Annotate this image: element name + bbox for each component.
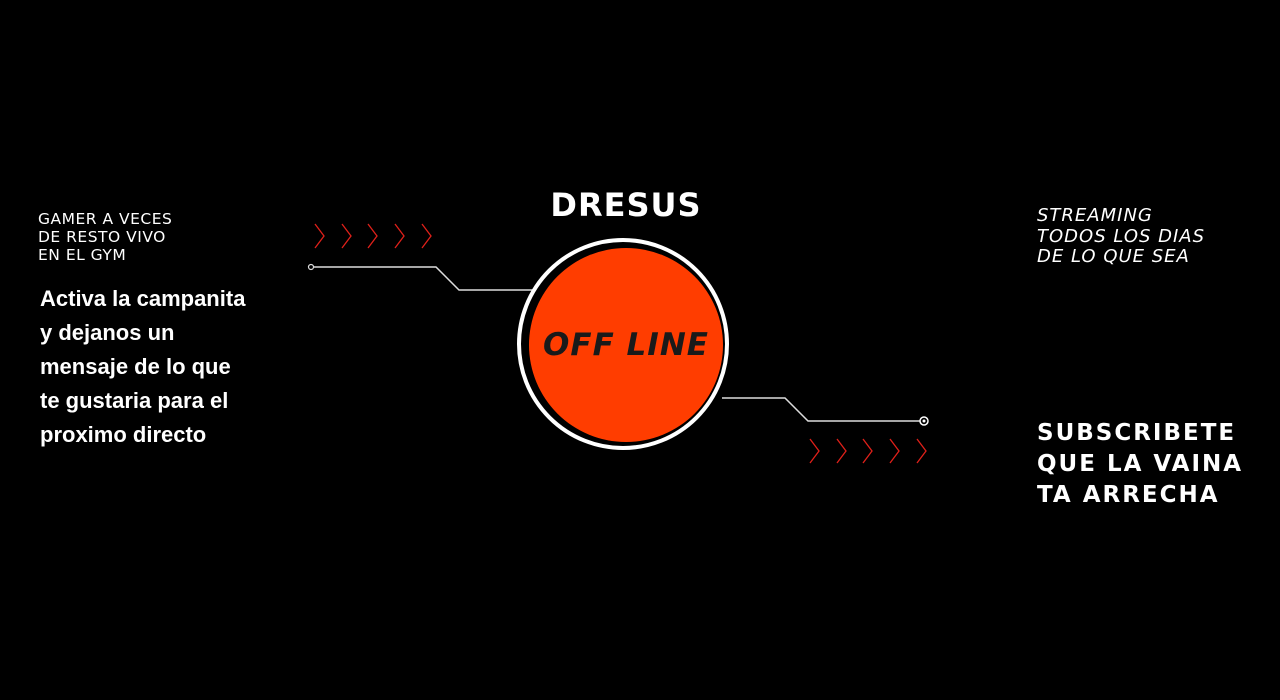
streaming-line: STREAMING [1037, 205, 1153, 226]
chevron-group-right [809, 438, 927, 464]
streaming-info: STREAMING TODOS LOS DIAS DE LO QUE SEA [1037, 205, 1206, 268]
tagline-line: DE RESTO VIVO [38, 228, 166, 246]
streaming-line: TODOS LOS DIAS [1037, 225, 1206, 247]
subscribe-line: TA ARRECHA [1037, 482, 1220, 508]
status-ring [517, 238, 729, 450]
call-to-action-text: Activa la campanita y dejanos un mensaje… [40, 286, 246, 447]
subscribe-line: SUBSCRIBETE [1037, 420, 1237, 446]
chevron-right-icon [916, 438, 927, 464]
tagline-line: EN EL GYM [38, 246, 127, 264]
chevron-right-icon [836, 438, 847, 464]
circuit-node-left [307, 263, 315, 271]
chevron-group-left [314, 223, 432, 249]
chevron-right-icon [809, 438, 820, 464]
status-badge: OFF LINE [529, 248, 723, 442]
circuit-line-left [314, 266, 533, 291]
status-text: OFF LINE [543, 327, 709, 363]
chevron-right-icon [421, 223, 432, 249]
tagline-line: GAMER A VECES [38, 210, 173, 228]
chevron-right-icon [862, 438, 873, 464]
subscribe-line: QUE LA VAINA [1037, 451, 1244, 477]
circuit-node-right [919, 416, 929, 426]
chevron-right-icon [394, 223, 405, 249]
streaming-line: DE LO QUE SEA [1037, 246, 1190, 267]
circuit-line-right [722, 397, 920, 422]
chevron-right-icon [314, 223, 325, 249]
chevron-right-icon [889, 438, 900, 464]
circuit-node-right-dot [922, 419, 926, 423]
chevron-right-icon [341, 223, 352, 249]
tagline: GAMER A VECES DE RESTO VIVO EN EL GYM [38, 210, 172, 264]
brand-title: DRESUS [550, 186, 702, 224]
subscribe-text: SUBSCRIBETE QUE LA VAINA TA ARRECHA [1037, 418, 1243, 511]
chevron-right-icon [367, 223, 378, 249]
